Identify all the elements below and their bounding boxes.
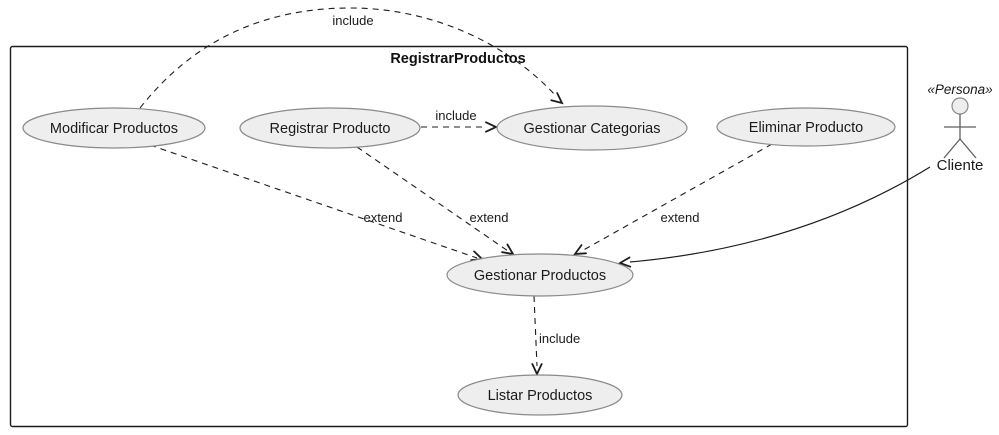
edge-gestionar-include-listar bbox=[533, 295, 538, 367]
usecase-label: Listar Productos bbox=[488, 388, 593, 404]
edge-registrar-extend-gestionar bbox=[356, 146, 509, 252]
usecase-ellipse bbox=[457, 374, 623, 416]
edge-label-extend-2: extend bbox=[469, 210, 508, 225]
usecase-label: Registrar Producto bbox=[270, 121, 391, 137]
edges bbox=[139, 7, 931, 377]
arrowhead-include-categorias-left bbox=[485, 121, 499, 133]
edge-cliente-gestionar bbox=[629, 166, 931, 263]
arrowhead-include-listar bbox=[531, 363, 543, 377]
edge-label-include-vertical: include bbox=[539, 331, 580, 346]
usecase-gestionar-productos: Gestionar Productos bbox=[446, 253, 634, 297]
edge-eliminar-extend-gestionar bbox=[579, 143, 773, 253]
arrowhead-cliente bbox=[617, 256, 632, 268]
usecase-label: Gestionar Categorias bbox=[523, 121, 660, 137]
usecase-eliminar-producto: Eliminar Producto bbox=[716, 107, 896, 147]
edge-modificar-extend-gestionar bbox=[149, 144, 478, 259]
system-boundary bbox=[9, 45, 909, 428]
usecase-ellipse bbox=[446, 253, 634, 297]
edge-label-include-horizontal: include bbox=[435, 108, 476, 123]
usecase-gestionar-categorias: Gestionar Categorias bbox=[496, 105, 688, 151]
usecase-label: Modificar Productos bbox=[50, 121, 178, 137]
actor-head-icon bbox=[951, 97, 969, 115]
edge-label-extend-1: extend bbox=[363, 210, 402, 225]
edge-label-extend-3: extend bbox=[660, 210, 699, 225]
arrowhead-include-categorias-top bbox=[550, 92, 564, 105]
actor-name: Cliente bbox=[937, 157, 984, 174]
edge-labels: include include extend extend extend inc… bbox=[332, 13, 699, 346]
actor-cliente: «Persona» Cliente bbox=[927, 82, 992, 174]
actor-stereotype: «Persona» bbox=[927, 82, 992, 97]
usecase-ellipse bbox=[496, 105, 688, 151]
arrowhead-extend-2 bbox=[501, 243, 515, 256]
actor-leg-right-icon bbox=[959, 138, 977, 159]
usecase-ellipse bbox=[716, 107, 896, 147]
usecase-listar-productos: Listar Productos bbox=[457, 374, 623, 416]
usecase-registrar-producto: Registrar Producto bbox=[239, 107, 421, 149]
usecase-label: Eliminar Producto bbox=[749, 120, 863, 136]
usecase-ellipse bbox=[22, 107, 206, 149]
usecase-modificar-productos: Modificar Productos bbox=[22, 107, 206, 149]
actor-leg-left-icon bbox=[943, 138, 961, 159]
system-boundary-title: RegistrarProductos bbox=[390, 51, 525, 67]
arrowhead-extend-3 bbox=[573, 244, 587, 256]
usecase-label: Gestionar Productos bbox=[474, 268, 606, 284]
usecase-ellipse bbox=[239, 107, 421, 149]
edge-label-include-arc: include bbox=[332, 13, 373, 28]
